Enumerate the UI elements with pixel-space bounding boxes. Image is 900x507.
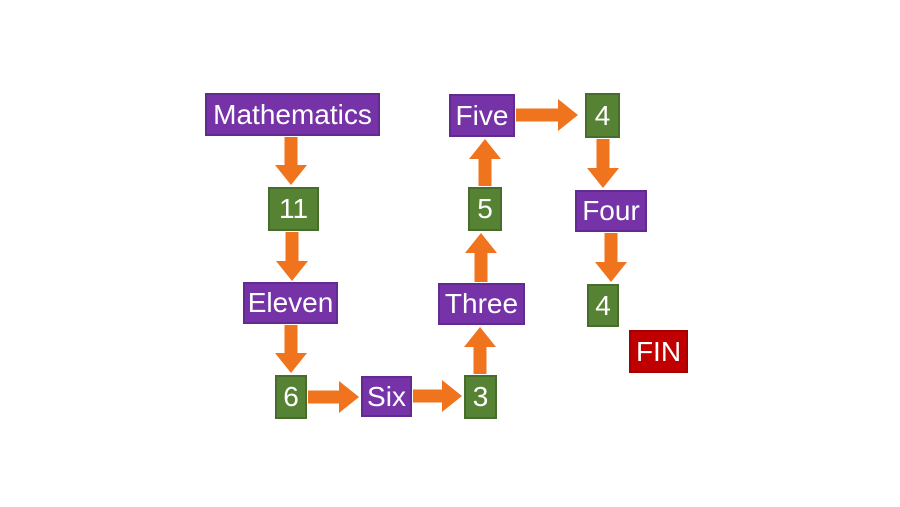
arrow-11-to-eleven [276, 232, 308, 281]
arrow-five-to-4 [516, 99, 578, 131]
arrow-three-to-5 [465, 233, 497, 282]
node-num-11: 11 [268, 187, 319, 231]
node-mathematics: Mathematics [205, 93, 380, 136]
arrow-3-to-three [464, 327, 496, 374]
arrow-eleven-to-6 [275, 325, 307, 373]
node-num-6: 6 [275, 375, 307, 419]
arrow-six-to-3 [413, 380, 462, 412]
arrow-mathematics-to-11 [275, 137, 307, 185]
node-num-5: 5 [468, 187, 502, 231]
node-three: Three [438, 283, 525, 325]
arrow-4-to-four [587, 139, 619, 188]
node-eleven: Eleven [243, 282, 338, 324]
node-six: Six [361, 376, 412, 417]
arrow-6-to-six [308, 381, 359, 413]
arrow-5-to-five [469, 139, 501, 186]
node-num-3: 3 [464, 375, 497, 419]
arrow-four-to-4 [595, 233, 627, 282]
node-four: Four [575, 190, 647, 232]
node-num-4-bottom: 4 [587, 284, 619, 327]
node-five: Five [449, 94, 515, 137]
node-fin: FIN [629, 330, 688, 373]
node-num-4-top: 4 [585, 93, 620, 138]
